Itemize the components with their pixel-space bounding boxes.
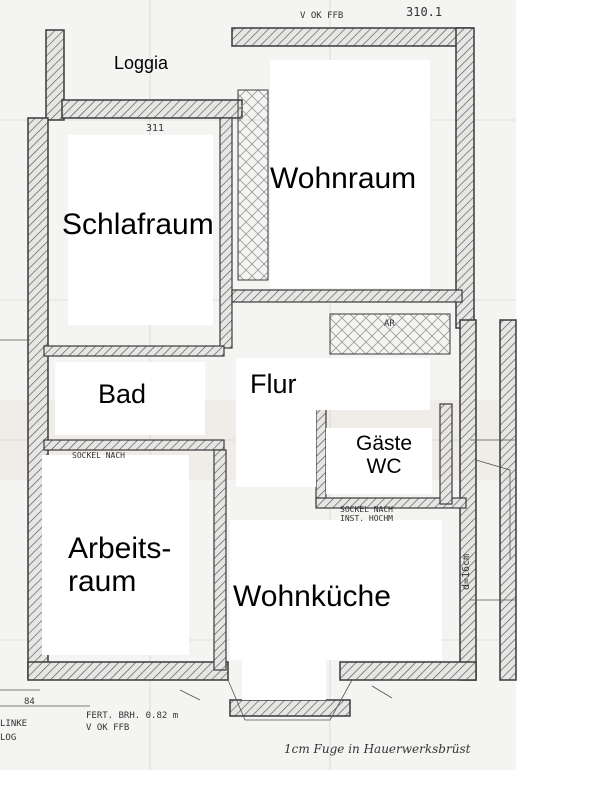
room-label-wohnraum: Wohnraum: [270, 162, 417, 195]
room-label-bad: Bad: [98, 379, 147, 409]
dimension-16cm: d=16cm: [461, 553, 472, 590]
fuge-note: 1cm Fuge in Hauerwerksbrüst: [284, 742, 471, 756]
bottom-sill-annotation-2: V OK FFB: [86, 723, 130, 733]
interior-walls: [43, 117, 467, 671]
room-label-wohnkueche: Wohnküche: [233, 580, 391, 613]
sockel-annotation-1: SOCKEL NACH: [72, 451, 125, 460]
bottom-sill-annotation-1: FERT. BRH. 0.82 m: [86, 711, 179, 721]
room-label-flur: Flur: [250, 369, 297, 399]
room-label-arbeitsraum: Arbeits- raum: [68, 532, 172, 598]
label-boxes: [42, 60, 442, 700]
outer-walls: [27, 27, 517, 717]
sockel-annotation-2: SOCKEL NACH: [340, 505, 393, 514]
room-label-gaeste-wc: Gäste WC: [356, 432, 413, 479]
room-number-schlafraum: 311: [146, 123, 165, 134]
log-annotation: LOG: [0, 733, 17, 743]
shaft-cross-hatch: [237, 89, 269, 281]
sockel-annotation-3: INST. HOCHM: [340, 514, 393, 523]
linke-annotation: LINKE: [0, 719, 28, 729]
top-sill-annotation: V OK FFB: [300, 11, 344, 21]
ar-cross-hatch: [329, 313, 451, 355]
plan-lines: [0, 339, 516, 721]
ar-annotation: AR: [384, 319, 395, 329]
room-label-schlafraum: Schlafraum: [62, 208, 214, 241]
room-number-top: 310.1: [406, 5, 443, 19]
dimension-84: 84: [24, 697, 35, 707]
room-label-loggia: Loggia: [114, 53, 169, 73]
